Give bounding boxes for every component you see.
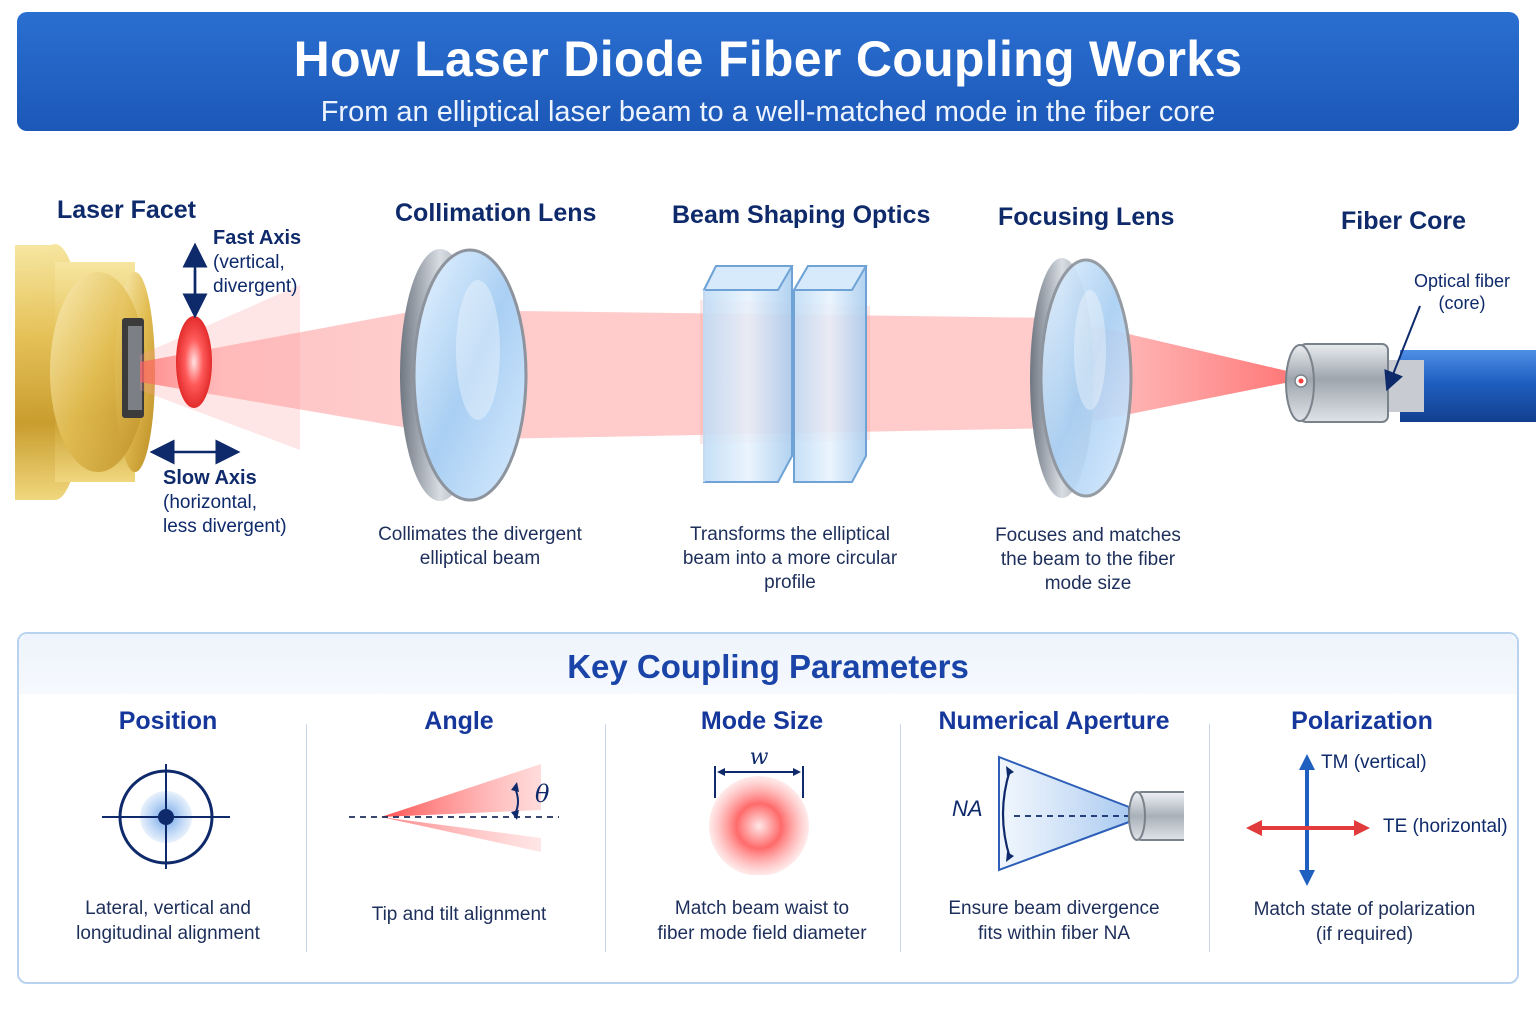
collimation-lens-title: Collimation Lens <box>395 199 597 227</box>
polarization-title: Polarization <box>1291 707 1433 735</box>
fiber-label-pointer <box>1384 305 1421 392</box>
theta-symbol: θ <box>535 780 550 808</box>
numerical-aperture-caption: Ensure beam divergence fits within fiber… <box>948 898 1160 944</box>
te-label: TE (horizontal) <box>1383 816 1508 837</box>
collimation-lens-caption: Collimates the divergent elliptical beam <box>378 524 582 569</box>
beam-shaping-caption: Transforms the elliptical beam into a mo… <box>682 524 898 593</box>
key-parameters-title: Key Coupling Parameters <box>567 648 969 685</box>
focusing-lens-caption: Focuses and matches the beam to the fibe… <box>995 525 1181 594</box>
focusing-lens <box>1030 258 1133 498</box>
divider <box>900 724 901 952</box>
divider <box>306 724 307 952</box>
beam-shaping-prisms <box>702 265 868 483</box>
optical-train-diagram <box>15 242 1536 502</box>
optical-fiber-label: Optical fiber (core) <box>1414 271 1511 313</box>
mode-size-title: Mode Size <box>700 707 824 735</box>
position-title: Position <box>118 707 218 735</box>
angle-title: Angle <box>424 707 494 735</box>
laser-diode-package <box>15 244 155 500</box>
page-subtitle: From an elliptical laser beam to a well-… <box>320 96 1216 128</box>
fiber-core-title: Fiber Core <box>1341 207 1467 235</box>
elliptical-beam-spot <box>176 316 212 408</box>
beam-spot-icon: w <box>709 745 809 875</box>
cone-icon: NA <box>952 755 1184 872</box>
divider <box>605 724 606 952</box>
optical-fiber <box>1285 343 1536 423</box>
divider <box>1209 724 1210 952</box>
laser-facet-title: Laser Facet <box>57 196 196 224</box>
tm-label: TM (vertical) <box>1321 752 1427 773</box>
mode-size-caption: Match beam waist to fiber mode field dia… <box>657 898 867 944</box>
angle-icon: θ <box>349 764 559 852</box>
numerical-aperture-title: Numerical Aperture <box>938 707 1170 735</box>
page-title: How Laser Diode Fiber Coupling Works <box>293 31 1243 87</box>
header-banner: How Laser Diode Fiber Coupling Works Fro… <box>17 12 1519 131</box>
diverging-beam <box>140 310 420 430</box>
fast-axis-label: Fast Axis (vertical, divergent) <box>213 227 302 297</box>
position-caption: Lateral, vertical and longitudinal align… <box>76 898 260 944</box>
polarization-caption: Match state of polarization (if required… <box>1253 899 1476 945</box>
crosshair-icon <box>102 764 230 869</box>
key-parameters-panel: Key Coupling Parameters Position Lateral… <box>17 632 1519 984</box>
angle-caption: Tip and tilt alignment <box>371 904 547 925</box>
collimation-lens <box>400 248 528 502</box>
focusing-lens-title: Focusing Lens <box>998 203 1175 231</box>
waist-symbol: w <box>750 745 769 770</box>
na-symbol: NA <box>952 796 983 821</box>
beam-shaping-title: Beam Shaping Optics <box>672 201 931 229</box>
key-parameters-header <box>19 634 1517 694</box>
polarization-icon <box>1246 754 1370 886</box>
slow-axis-label: Slow Axis (horizontal, less divergent) <box>163 467 287 537</box>
